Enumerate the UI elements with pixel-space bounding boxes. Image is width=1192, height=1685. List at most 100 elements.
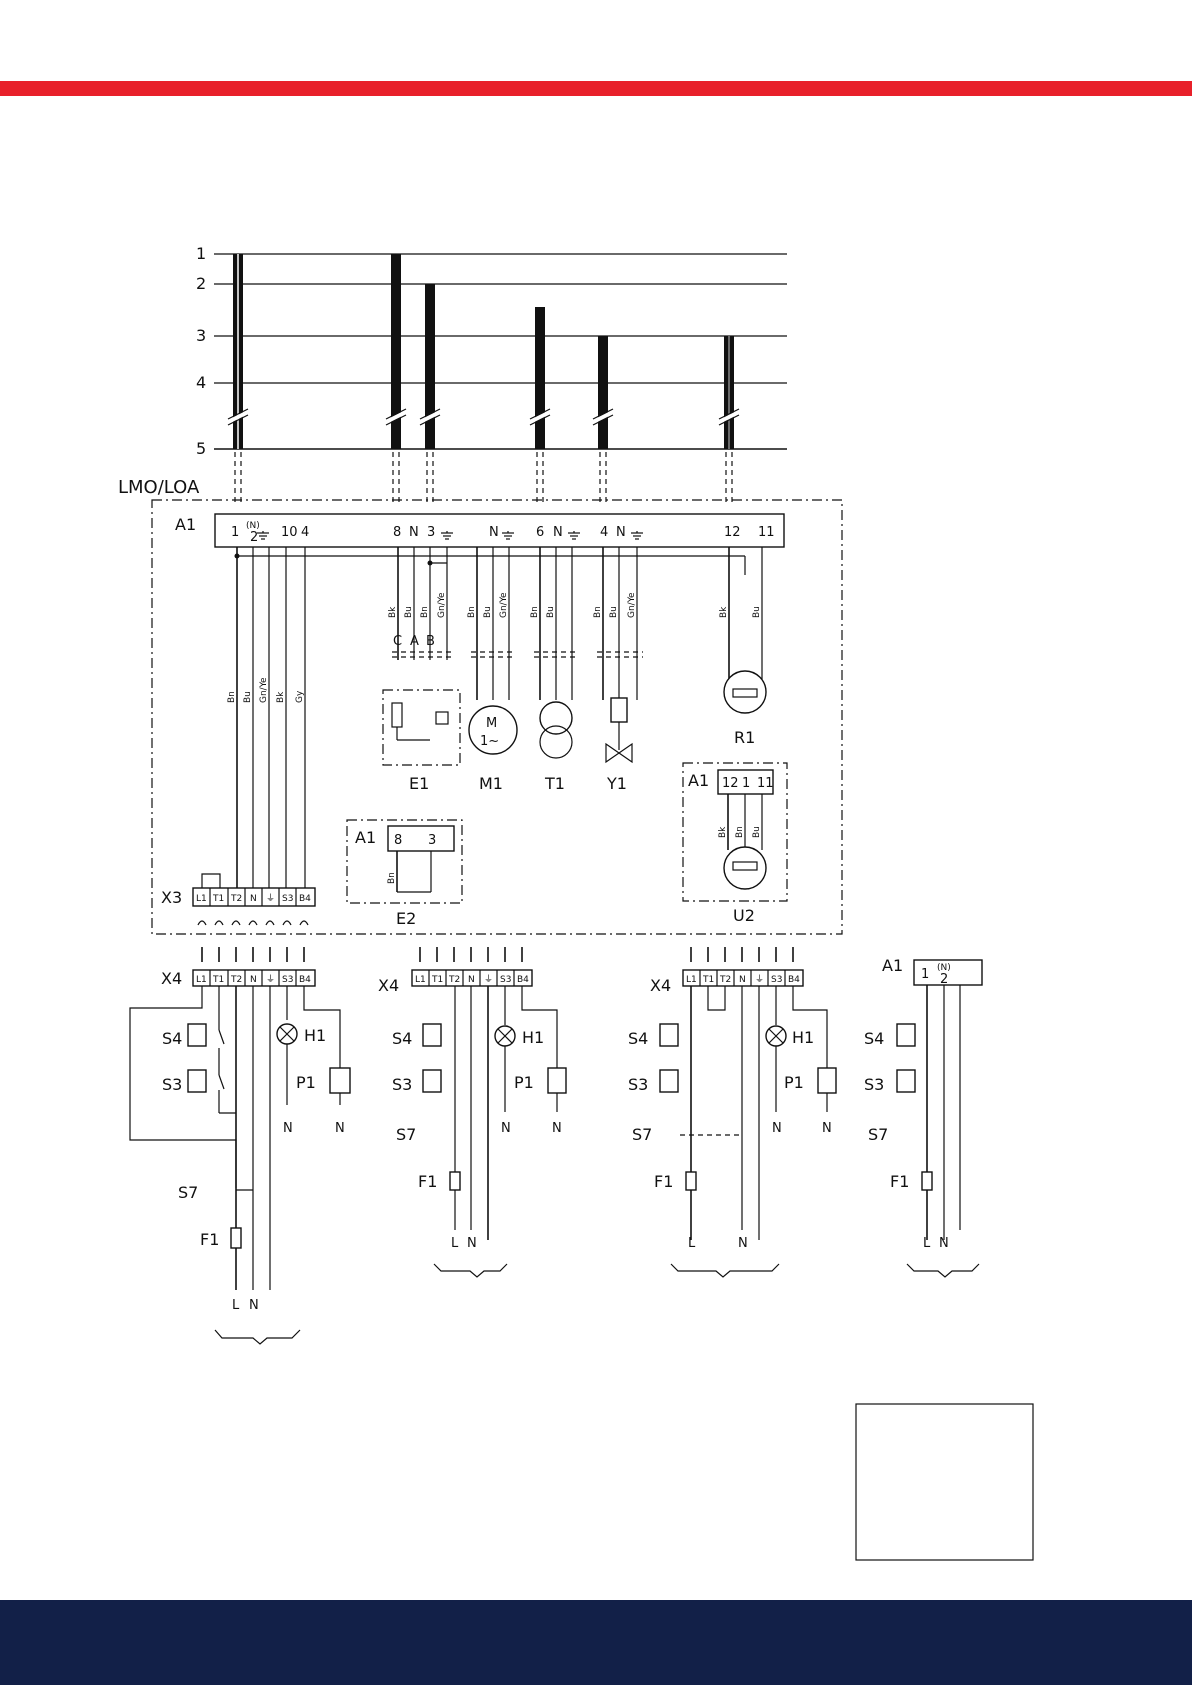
svg-text:T2: T2 [230,894,242,904]
svg-text:1: 1 [921,967,929,982]
svg-text:11: 11 [757,776,774,791]
svg-text:⏚: ⏚ [266,974,275,985]
svg-text:4: 4 [301,525,309,540]
svg-text:F1: F1 [890,1172,909,1191]
svg-text:B4: B4 [299,975,311,985]
svg-text:8: 8 [393,525,401,540]
svg-text:Bu: Bu [752,826,762,838]
busbar-label-3: 3 [196,326,206,345]
busbar-label-4: 4 [196,373,206,392]
circuit-3: L1 T1 T2 N ⏚ S3 B4 [659,947,837,1278]
svg-text:S7: S7 [868,1125,888,1144]
svg-text:P1: P1 [784,1073,804,1092]
svg-text:C: C [393,634,402,649]
svg-text:N: N [501,1121,511,1136]
svg-text:T1: T1 [212,894,224,904]
svg-text:B4: B4 [788,975,800,985]
svg-text:P1: P1 [514,1073,534,1092]
e2-label: E2 [396,909,416,928]
svg-text:B: B [426,634,435,649]
svg-text:S4: S4 [392,1029,412,1048]
svg-text:Bk: Bk [719,606,729,618]
controller-terminal-strip [214,513,785,548]
svg-text:Gn/Ye: Gn/Ye [259,677,269,703]
y1-wiring: Bn Bu Gn/Ye [593,547,643,764]
svg-text:⏚: ⏚ [755,974,764,985]
svg-text:T2: T2 [230,975,242,985]
r1-wiring: Bk Bu [719,547,767,714]
controller-wires-left [234,547,746,905]
svg-text:Bu: Bu [546,606,556,618]
c1-s3-label: S3 [162,1075,182,1094]
c1-h1-label: H1 [304,1026,326,1045]
svg-text:N: N [250,894,257,904]
circuit-2: L1 T1 T2 N ⏚ S3 B4 [411,947,567,1278]
transformer-symbol [539,701,573,735]
svg-text:2: 2 [940,972,948,987]
svg-text:Gn/Ye: Gn/Ye [627,592,637,618]
u2-label: U2 [733,906,755,925]
c1-f1-label: F1 [200,1230,219,1249]
busbar-bars [227,254,740,449]
svg-text:B4: B4 [299,894,311,904]
c1-x4-label: X4 [161,969,182,988]
m1-wiring: Bn Bu Gn/Ye M 1~ [467,547,518,755]
svg-text:N: N [939,1236,949,1251]
svg-text:1~: 1~ [480,734,499,749]
svg-text:H1: H1 [792,1028,814,1047]
svg-text:S3: S3 [392,1075,412,1094]
svg-text:N: N [739,975,746,985]
svg-text:T1: T1 [702,975,714,985]
wiring-diagram: 1 2 3 4 5 [118,244,1034,1561]
svg-text:S7: S7 [632,1125,652,1144]
c1-s4-label: S4 [162,1029,182,1048]
svg-text:S4: S4 [864,1029,884,1048]
svg-text:L1: L1 [415,975,426,985]
c1-p1-label: P1 [296,1073,316,1092]
svg-text:S3: S3 [282,894,293,904]
svg-text:N: N [249,1298,259,1313]
svg-text:T2: T2 [719,975,731,985]
svg-text:N: N [553,525,563,540]
busbar-label-1: 1 [196,244,206,263]
svg-text:T1: T1 [212,975,224,985]
svg-text:N: N [468,975,475,985]
svg-text:2: 2 [250,530,258,545]
svg-text:S4: S4 [628,1029,648,1048]
svg-text:L: L [232,1298,240,1313]
svg-text:N: N [552,1121,562,1136]
svg-text:A1: A1 [688,771,709,790]
e1-wiring: Bk Bu Bn Gn/Ye C A B [382,547,461,766]
svg-text:N: N [616,525,626,540]
svg-text:L1: L1 [686,975,697,985]
svg-text:Bn: Bn [387,872,397,884]
svg-text:1: 1 [231,525,239,540]
t1-wiring: Bn Bu [530,547,578,759]
svg-text:Bu: Bu [243,691,253,703]
c1-s7-label: S7 [178,1183,198,1202]
svg-text:L1: L1 [196,975,207,985]
y1-label: Y1 [606,774,627,793]
photocell-symbol [723,670,767,714]
busbar-lines [214,253,787,450]
svg-text:Bu: Bu [609,606,619,618]
x3-label: X3 [161,888,182,907]
svg-text:H1: H1 [522,1028,544,1047]
svg-text:Bk: Bk [718,826,728,838]
svg-text:3: 3 [427,525,435,540]
svg-text:T1: T1 [431,975,443,985]
svg-text:N: N [335,1121,345,1136]
svg-text:Bk: Bk [388,606,398,618]
svg-text:Bu: Bu [483,606,493,618]
bottom-brand-bar [0,1600,1192,1685]
svg-text:Bn: Bn [420,606,430,618]
c4-a1-label: A1 [882,956,903,975]
svg-text:Bn: Bn [227,691,237,703]
controller-ref: A1 [175,515,196,534]
svg-text:A1: A1 [355,828,376,847]
svg-text:L1: L1 [196,894,207,904]
svg-text:N: N [489,525,499,540]
valve-coil [610,697,628,723]
svg-text:11: 11 [758,525,775,540]
svg-text:N: N [283,1121,293,1136]
